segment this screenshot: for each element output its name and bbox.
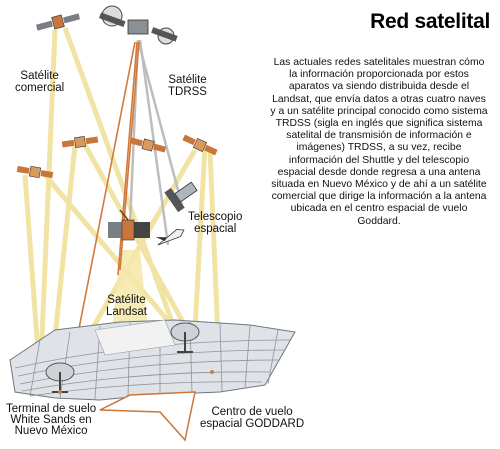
landsat-beam (112, 250, 148, 330)
yellow-beams (22, 27, 223, 387)
white-sands-antenna (45, 362, 75, 394)
relay-satellite-icon (16, 165, 54, 179)
goddard-antenna (170, 322, 214, 374)
ground-grid (9, 319, 296, 442)
relay-satellite-icon (61, 136, 99, 148)
landsat-satellite-icon (108, 209, 150, 241)
description-text: Las actuales redes satelitales muestran … (270, 57, 488, 227)
page-title: Red satelital (370, 10, 490, 33)
tdrss-satellite-icon (99, 5, 178, 45)
relay-satellite-icon (182, 134, 218, 156)
shuttle-icon (155, 229, 185, 246)
space-telescope-icon (164, 181, 198, 213)
commercial-satellite-icon (35, 13, 81, 31)
